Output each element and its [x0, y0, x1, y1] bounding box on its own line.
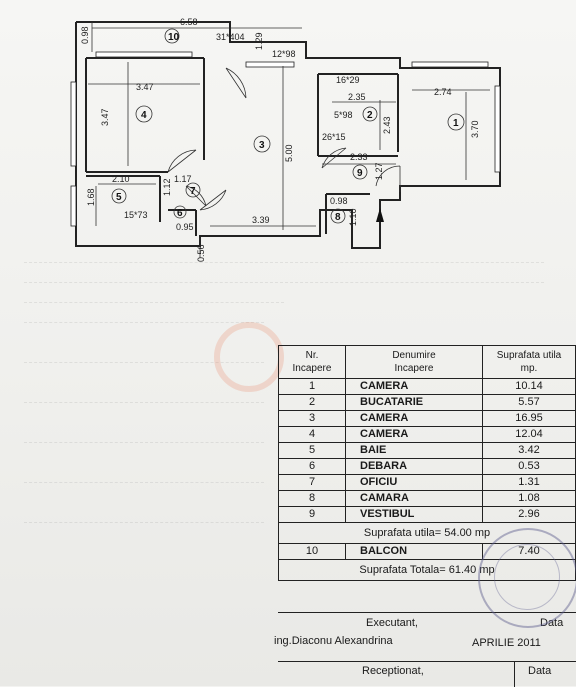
- room-number: 3: [259, 140, 265, 151]
- room-number: 10: [168, 32, 180, 43]
- dimension-label: 6.58: [180, 17, 198, 27]
- dimension-label: 2.33: [350, 152, 368, 162]
- dimension-label: 2.43: [382, 116, 392, 134]
- room-number: 7: [190, 186, 196, 197]
- window: [70, 81, 77, 167]
- room-marker: [173, 205, 187, 219]
- dimension-label: 3.47: [100, 108, 110, 126]
- watermark-logo: [214, 322, 284, 392]
- dimension-label: 1.29: [254, 32, 264, 50]
- dimension-label: 0.98: [330, 196, 348, 206]
- room-number: 9: [357, 168, 363, 179]
- dimension-label: 3.47: [136, 82, 154, 92]
- window: [245, 61, 295, 68]
- dimension-label: 0.98: [80, 26, 90, 44]
- dimension-label: 0.95: [176, 222, 194, 232]
- receptionat-label: Receptionat,: [362, 665, 424, 677]
- door: [167, 149, 197, 173]
- executant-name: ing.Diaconu Alexandrina: [274, 635, 393, 647]
- date-label-2: Data: [528, 665, 552, 677]
- dimension-label: 2.35: [348, 92, 366, 102]
- door: [375, 165, 401, 192]
- divider: [514, 661, 515, 687]
- window: [494, 85, 501, 173]
- room-marker: [352, 164, 368, 180]
- room-marker: [164, 28, 180, 44]
- faint-text-line: [24, 442, 264, 443]
- room-number: 5: [116, 192, 122, 203]
- room-number: 6: [177, 208, 183, 219]
- window: [411, 61, 489, 68]
- header-room-area: Suprafata utila mp.: [482, 345, 576, 379]
- header-room-number: Nr. Incapere: [278, 345, 346, 379]
- door: [199, 189, 227, 211]
- header-room-name: Denumire Incapere: [345, 345, 483, 379]
- cadastre-stamp: [478, 528, 576, 628]
- dimension-label: 31*404: [216, 32, 245, 42]
- dimension-label: 16*29: [336, 75, 360, 85]
- dimension-label: 2.10: [112, 174, 130, 184]
- room-number: 1: [453, 118, 459, 129]
- room-marker: [253, 135, 271, 153]
- dimension-label: 1.12: [162, 178, 172, 196]
- room-marker: [111, 188, 127, 204]
- room-marker: [330, 208, 346, 224]
- dimension-label: 5.00: [284, 144, 294, 162]
- dimension-label: 3.70: [470, 120, 480, 138]
- faint-text-line: [24, 302, 284, 303]
- north-arrow-icon: [376, 208, 384, 222]
- faint-text-line: [24, 402, 264, 403]
- faint-text-line: [24, 282, 544, 283]
- room-number: 2: [367, 110, 373, 121]
- signature-block: Executant, Data ing.Diaconu Alexandrina …: [274, 612, 576, 687]
- divider: [278, 661, 576, 662]
- table-header-row: Nr. Incapere Denumire Incapere Suprafata…: [278, 345, 576, 379]
- door: [321, 147, 347, 169]
- faint-text-line: [24, 262, 544, 263]
- dimension-label: 5*98: [334, 110, 353, 120]
- dimension-label: 1.17: [174, 174, 192, 184]
- room-marker: [185, 182, 201, 198]
- dimension-label: 1.27: [374, 162, 384, 180]
- window: [70, 185, 77, 227]
- date-value: APRILIE 2011: [472, 637, 541, 649]
- dimension-label: 1.10: [348, 208, 358, 226]
- dimension-label: 1.68: [86, 188, 96, 206]
- dimension-label: 2.74: [434, 87, 452, 97]
- room-number: 4: [141, 110, 147, 121]
- room-marker: [362, 106, 378, 122]
- door: [225, 67, 247, 99]
- room-marker: [447, 113, 465, 131]
- dimension-label: 3.39: [252, 215, 270, 225]
- floor-plan: 10 1 2 3 4 5 6 7 8 9 6.58 0.98 31*404 1.…: [70, 17, 501, 262]
- dimension-label: 0.56: [196, 244, 206, 262]
- faint-text-line: [24, 322, 264, 323]
- window: [95, 51, 193, 58]
- outer-wall: [75, 21, 501, 249]
- faint-text-line: [24, 362, 264, 363]
- room-marker: [135, 105, 153, 123]
- room-number: 8: [335, 212, 341, 223]
- dimension-label: 12*98: [272, 49, 296, 59]
- faint-text-line: [24, 482, 264, 483]
- faint-text-line: [24, 522, 264, 523]
- executant-label: Executant,: [366, 617, 418, 629]
- dimension-label: 26*15: [322, 132, 346, 142]
- dimension-label: 15*73: [124, 210, 148, 220]
